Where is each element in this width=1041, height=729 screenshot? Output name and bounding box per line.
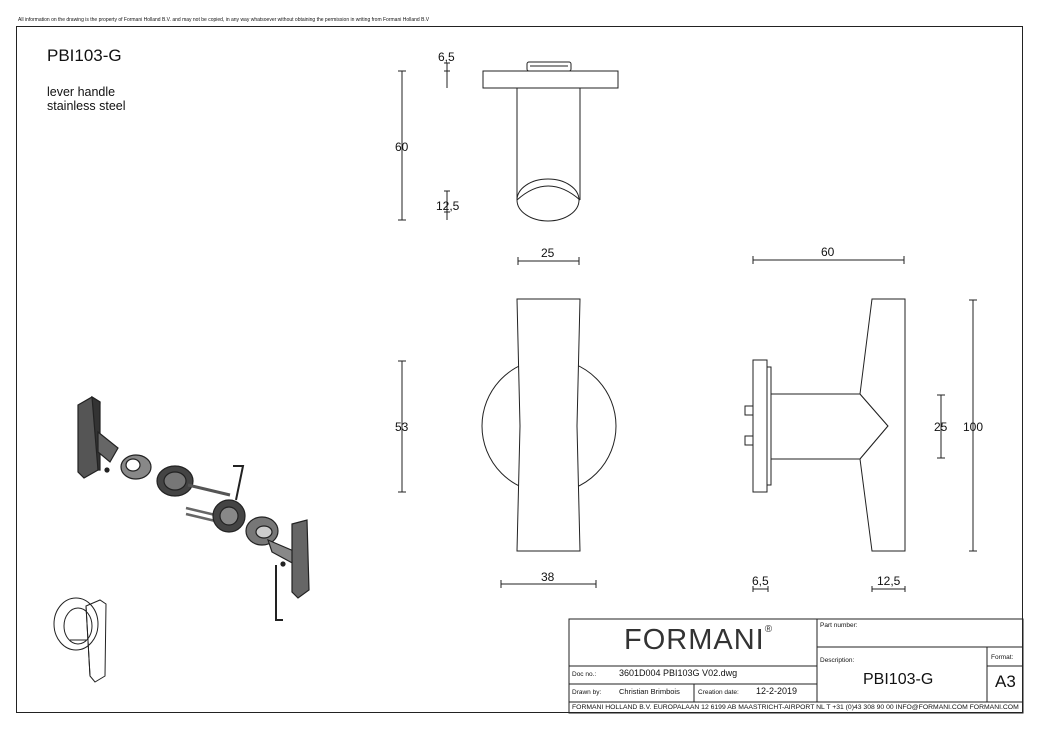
perspective-view: [53, 597, 107, 683]
front-view: [398, 298, 617, 588]
top-view-fixing: [526, 61, 572, 72]
title-block-grid: [568, 618, 1024, 714]
side-view: [744, 256, 977, 592]
front-view-lever: [516, 298, 581, 552]
description-line-2: stainless steel: [47, 99, 126, 113]
dim-side-rose: 6,5: [752, 574, 769, 588]
dim-top-height: 60: [395, 140, 409, 154]
creation-date-label: Creation date:: [698, 689, 739, 696]
part-title: PBI103-G: [47, 46, 122, 65]
exploded-lever-right: [291, 519, 310, 599]
copyright-notice: All information on the drawing is the pr…: [18, 17, 430, 23]
description-line-1: lever handle: [47, 85, 116, 99]
brand-logo: FORMANI®: [624, 624, 773, 657]
top-view: [398, 61, 619, 265]
exploded-view: [77, 395, 310, 621]
dim-front-height: 53: [395, 420, 409, 434]
brand-name: FORMANI: [624, 624, 765, 656]
doc-no-value: 3601D004 PBI103G V02.dwg: [619, 668, 738, 678]
side-view-lever: [859, 298, 906, 552]
part-number-label: Part number:: [820, 622, 858, 629]
dim-side-inner-height: 25: [934, 420, 948, 434]
description-value: PBI103-G: [863, 671, 934, 688]
brand-mark: ®: [764, 624, 774, 635]
part-description: lever handle stainless steel: [47, 85, 126, 113]
format-label: Format:: [991, 654, 1014, 661]
drawn-by-label: Drawn by:: [572, 689, 602, 696]
format-value: A3: [995, 672, 1016, 691]
drawing-frame: [16, 26, 1023, 713]
company-footer: FORMANI HOLLAND B.V. EUROPALAAN 12 6199 …: [572, 704, 1019, 711]
description-label: Description:: [820, 657, 855, 664]
dim-side-height: 100: [963, 420, 984, 434]
top-view-lever-end: [516, 178, 580, 222]
dim-front-width: 25: [541, 246, 555, 260]
dim-top-end: 12,5: [436, 199, 460, 213]
dim-top-rose-thickness: 6,5: [438, 50, 455, 64]
dim-side-end: 12,5: [877, 574, 901, 588]
drawn-by-value: Christian Brimbois: [619, 687, 680, 696]
title-block: FORMANI® Part number: Description: PBI10…: [569, 619, 1023, 713]
side-view-rose: [752, 359, 768, 493]
creation-date-value: 12-2-2019: [756, 686, 798, 696]
top-view-lever: [516, 88, 581, 200]
dim-front-rose-diameter: 38: [541, 570, 555, 584]
top-view-rose: [482, 70, 619, 89]
doc-no-label: Doc no.:: [572, 671, 597, 678]
dim-side-width: 60: [821, 245, 835, 259]
